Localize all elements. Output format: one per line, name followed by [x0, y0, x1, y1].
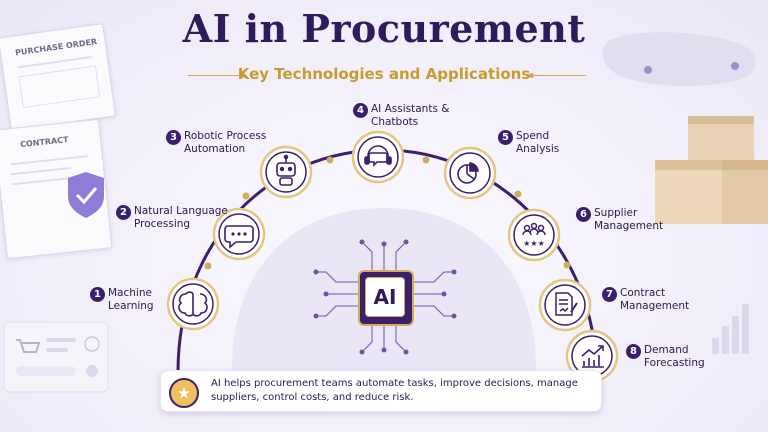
item-label-line2: Processing [134, 218, 191, 230]
item-label-line2: Chatbots [371, 116, 419, 128]
headset-icon [364, 145, 392, 167]
item-number-badge: 8 [626, 344, 641, 359]
item-number-badge: 6 [576, 207, 591, 222]
location-pin-icon [644, 62, 739, 74]
arc-connector-dots [204, 156, 571, 270]
item-label-line1: Robotic Process [184, 130, 267, 142]
item-label-line2: Learning [108, 300, 154, 312]
page-subtitle: Key Technologies and Applications [237, 65, 531, 83]
item-number-badge: 1 [90, 287, 105, 302]
subtitle-rule-left [188, 75, 240, 76]
ai-chip-icon: AI [358, 270, 414, 326]
summary-text: AI helps procurement teams automate task… [211, 378, 578, 403]
chat-bubble-icon [224, 225, 254, 249]
ai-chip-label: AI [365, 277, 405, 317]
node-ai-assistants-chatbots [351, 130, 405, 184]
item-number-badge: 7 [602, 287, 617, 302]
item-label-line1: Spend [516, 130, 550, 142]
item-label-line2: Management [594, 220, 664, 232]
item-label-line2: Forecasting [644, 357, 705, 369]
item-number-badge: 5 [498, 130, 513, 145]
star-icon: ★ [169, 378, 199, 408]
subtitle-dot-left [240, 73, 245, 78]
bar-chart-decor [712, 304, 749, 354]
cart-card-decor [3, 321, 109, 393]
item-label-line2: Analysis [516, 143, 560, 155]
pie-chart-icon [457, 162, 479, 184]
summary-callout: ★ AI helps procurement teams automate ta… [160, 370, 602, 412]
robot-icon [276, 154, 296, 186]
shield-check-icon [68, 172, 104, 218]
svg-text:★★★: ★★★ [523, 239, 545, 248]
world-map-decor [602, 32, 756, 87]
item-label-line2: Management [620, 300, 690, 312]
item-label-line1: AI Assistants & [371, 103, 450, 115]
item-number-badge: 2 [116, 205, 131, 220]
subtitle-rule-right [534, 75, 586, 76]
brain-icon [178, 291, 208, 317]
item-number-badge: 3 [166, 130, 181, 145]
team-stars-icon: ★★★ [522, 222, 546, 248]
item-label-line1: Contract [620, 287, 666, 299]
item-label-line2: Automation [184, 143, 246, 155]
circuit-traces [313, 239, 457, 355]
trend-up-icon [581, 345, 604, 368]
node-supplier-management [507, 208, 561, 262]
subtitle-dot-right [529, 73, 534, 78]
node-robotic-process-automation [259, 145, 313, 199]
item-number-badge: 4 [353, 103, 368, 118]
page-title: AI in Procurement [182, 6, 586, 51]
item-label-line1: Machine [108, 287, 152, 299]
node-contract-management [538, 278, 592, 332]
item-label-line1: Demand [644, 344, 689, 356]
item-label-line1: Natural Language [134, 205, 228, 217]
item-label-line1: Supplier [594, 207, 638, 219]
contract-sign-icon [555, 292, 578, 316]
node-spend-analysis [443, 146, 497, 200]
shipping-boxes-decor [655, 116, 768, 224]
